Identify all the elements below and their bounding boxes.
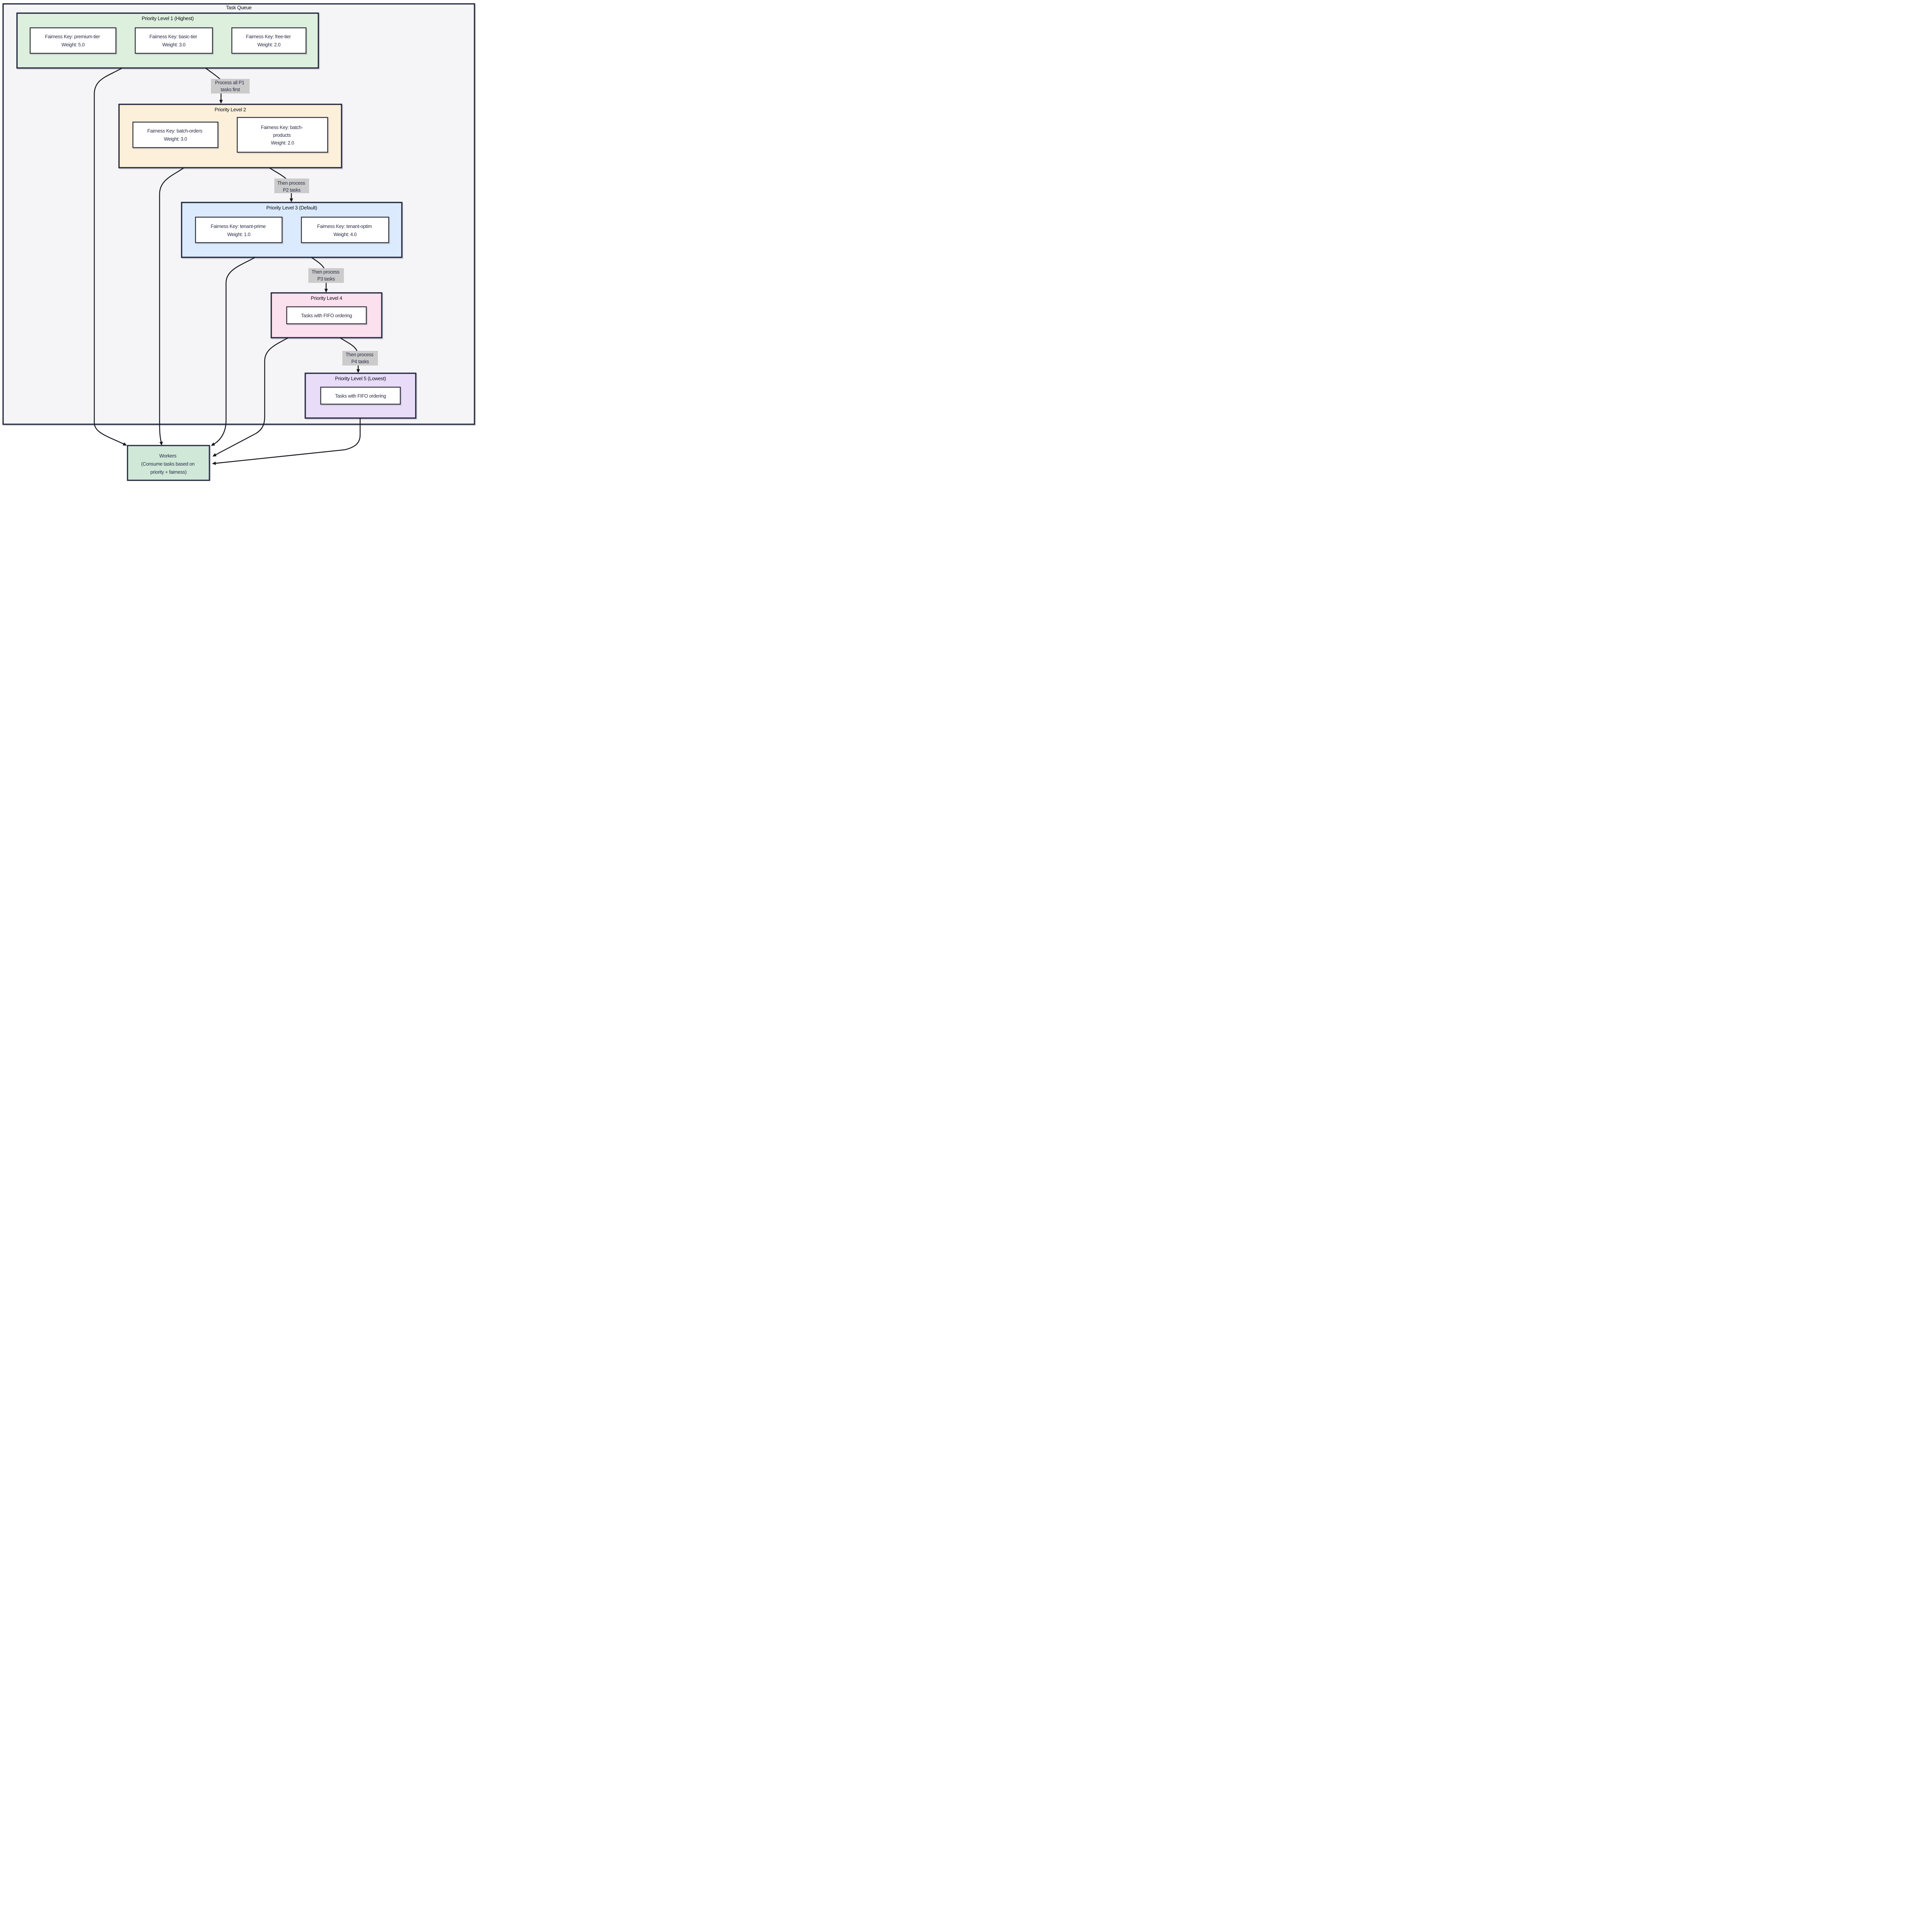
- node-tenant-prime-box: [195, 216, 283, 243]
- node-premium-tier: Fairness Key: premium-tier Weight: 5.0: [29, 27, 117, 54]
- node-fifo-p5-box: [320, 386, 401, 405]
- edge-label-p1-p2-text: Process all P1 tasks first: [215, 80, 246, 92]
- node-free-tier: Fairness Key: free-tier Weight: 2.0: [231, 27, 307, 54]
- edge-label-line: Then process: [277, 180, 305, 186]
- cluster-p2-label: Priority Level 2: [214, 107, 246, 112]
- cluster-p4-label: Priority Level 4: [311, 295, 342, 301]
- node-text-line: Weight: 2.0: [271, 140, 294, 146]
- node-tenant-optim-box: [301, 216, 389, 243]
- node-fifo-p5: Tasks with FIFO ordering: [320, 386, 401, 405]
- node-batch-products: Fairness Key: batch- products Weight: 2.…: [236, 117, 328, 153]
- edge-label-line: tasks first: [221, 87, 240, 92]
- node-basic-tier-text: Fairness Key: basic-tier Weight: 3.0: [150, 34, 199, 48]
- edge-p2-to-workers: [159, 167, 184, 446]
- node-text-line: Weight: 3.0: [164, 136, 187, 142]
- edge-label-p2-p3: Then process P2 tasks: [274, 179, 309, 193]
- node-fifo-p4: Tasks with FIFO ordering: [286, 306, 367, 325]
- node-batch-orders-text: Fairness Key: batch-orders Weight: 3.0: [147, 128, 203, 142]
- edge-label-p4-p5-text: Then process P4 tasks: [345, 352, 374, 364]
- node-workers: Workers (Consume tasks based on priority…: [127, 445, 210, 481]
- node-text-line: Fairness Key: tenant-prime: [211, 224, 266, 229]
- container-title: Task Queue: [226, 5, 252, 10]
- edge-label-p1-p2-bg: [211, 79, 250, 94]
- node-batch-products-box: [236, 117, 328, 153]
- edge-label-p3-p4-text: Then process P3 tasks: [311, 269, 340, 282]
- cluster-p1-label: Priority Level 1 (Highest): [142, 15, 194, 21]
- edge-label-p1-p2: Process all P1 tasks first: [211, 79, 250, 94]
- edge-p3-to-workers: [211, 257, 255, 446]
- node-fifo-p4-box: [286, 306, 367, 325]
- node-fifo-p4-text: Tasks with FIFO ordering: [301, 313, 352, 318]
- node-text-line: Fairness Key: batch-: [261, 125, 303, 130]
- edge-label-line: P4 tasks: [351, 359, 369, 364]
- node-text-line: Fairness Key: basic-tier: [150, 34, 197, 39]
- edge-label-p2-p3-bg: [274, 179, 309, 193]
- edge-label-line: P3 tasks: [317, 276, 335, 282]
- edge-label-line: Then process: [345, 352, 373, 357]
- node-tenant-optim: Fairness Key: tenant-optim Weight: 4.0: [301, 216, 389, 243]
- edge-p1-to-workers: [94, 67, 127, 446]
- diagram-canvas: Task Queue Priority Level 1 (Highest) Pr…: [0, 0, 477, 481]
- edge-label-p3-p4-bg: [308, 268, 344, 283]
- node-text-line: Fairness Key: free-tier: [246, 34, 291, 39]
- node-text-line: Weight: 4.0: [333, 232, 357, 237]
- cluster-p3-label: Priority Level 3 (Default): [266, 205, 317, 211]
- edge-label-line: Process all P1: [215, 80, 245, 85]
- node-basic-tier-box: [134, 27, 213, 54]
- node-free-tier-text: Fairness Key: free-tier Weight: 2.0: [246, 34, 292, 48]
- node-tenant-prime: Fairness Key: tenant-prime Weight: 1.0: [195, 216, 283, 243]
- cluster-p5-label: Priority Level 5 (Lowest): [335, 376, 386, 381]
- node-premium-tier-box: [29, 27, 117, 54]
- edge-label-p4-p5: Then process P4 tasks: [342, 351, 378, 366]
- node-batch-orders-box: [132, 121, 219, 148]
- node-fifo-p5-text: Tasks with FIFO ordering: [335, 393, 386, 399]
- node-text-line: priority + fairness): [150, 469, 187, 475]
- edge-label-p3-p4: Then process P3 tasks: [308, 268, 344, 283]
- node-tenant-optim-text: Fairness Key: tenant-optim Weight: 4.0: [317, 224, 373, 237]
- node-text-line: Weight: 3.0: [162, 42, 185, 48]
- edge-label-p2-p3-text: Then process P2 tasks: [277, 180, 306, 193]
- node-text-line: (Consume tasks based on: [141, 461, 195, 467]
- node-text-line: products: [273, 133, 291, 138]
- edge-label-line: P2 tasks: [283, 187, 301, 193]
- node-text-line: Weight: 5.0: [61, 42, 85, 48]
- edge-p4-to-workers: [212, 337, 289, 457]
- node-free-tier-box: [231, 27, 307, 54]
- task-queue-flowchart: Task Queue Priority Level 1 (Highest) Pr…: [2, 3, 475, 481]
- node-text-line: Weight: 2.0: [257, 42, 281, 48]
- node-batch-orders: Fairness Key: batch-orders Weight: 3.0: [132, 121, 219, 148]
- node-text-line: Fairness Key: tenant-optim: [317, 224, 372, 229]
- node-text-line: Workers: [159, 453, 176, 459]
- edge-p5-to-workers: [212, 418, 361, 465]
- node-text-line: Weight: 1.0: [227, 232, 250, 237]
- node-basic-tier: Fairness Key: basic-tier Weight: 3.0: [134, 27, 213, 54]
- node-text-line: Fairness Key: premium-tier: [45, 34, 100, 39]
- node-workers-box: [127, 445, 210, 481]
- node-tenant-prime-text: Fairness Key: tenant-prime Weight: 1.0: [211, 224, 267, 237]
- edge-label-line: Then process: [311, 269, 339, 275]
- edge-label-p4-p5-bg: [342, 351, 378, 366]
- node-text-line: Fairness Key: batch-orders: [147, 128, 202, 134]
- node-workers-text: Workers (Consume tasks based on priority…: [141, 453, 196, 475]
- node-premium-tier-text: Fairness Key: premium-tier Weight: 5.0: [45, 34, 101, 48]
- node-batch-products-text: Fairness Key: batch- products Weight: 2.…: [261, 125, 304, 146]
